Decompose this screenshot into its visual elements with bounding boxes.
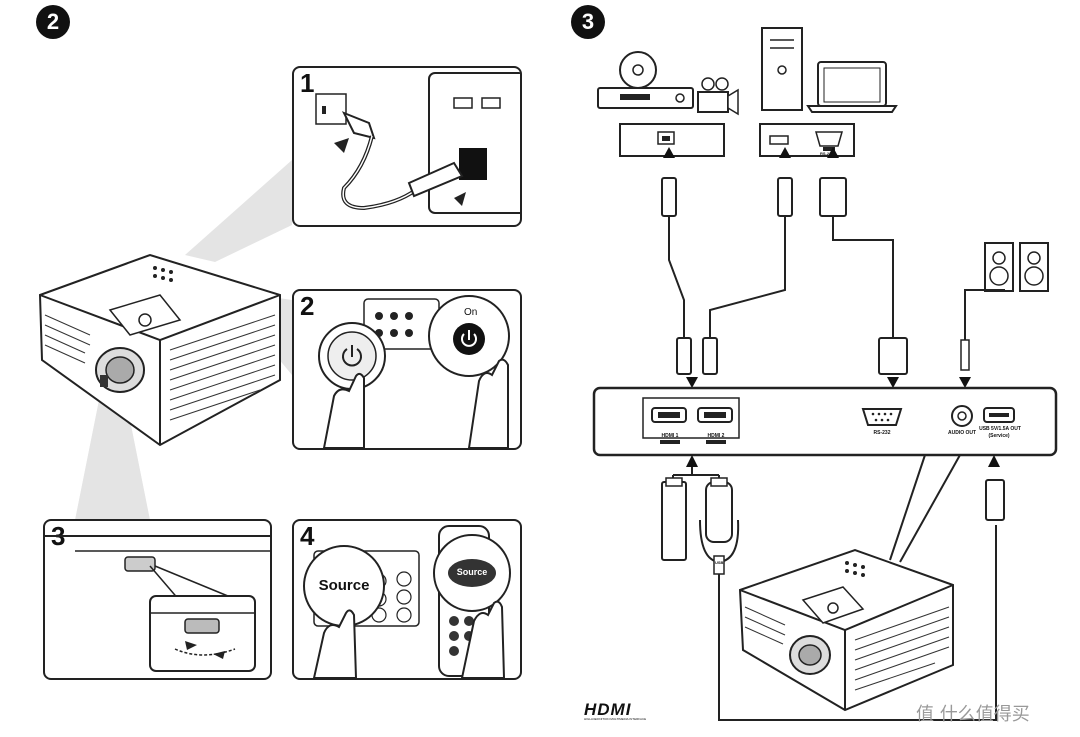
hdmi-logo-subtitle: HIGH-DEFINITION MULTIMEDIA INTERFACE xyxy=(584,717,647,721)
step-1-number: 1 xyxy=(300,68,315,98)
adjuster-foot-illustration xyxy=(45,535,270,672)
usb-out-label: USB 5V/1.5A OUT xyxy=(979,426,1021,432)
step-2-number: 2 xyxy=(300,291,315,321)
step-4-panel: 4 Source Source xyxy=(292,519,522,680)
source-button-illustration xyxy=(303,525,511,678)
watermark: 值 什么值得买 xyxy=(916,704,1030,725)
rs232-small-label: RS-232 xyxy=(820,151,834,156)
on-label: On xyxy=(464,307,478,318)
remote-source-label: Source xyxy=(456,567,488,577)
step-1-panel: 1 xyxy=(292,66,522,227)
hdmi1-label: HDMI 1 xyxy=(661,433,679,439)
usb-service-label: (Service) xyxy=(988,433,1010,439)
step-2-panel: 2 On xyxy=(292,289,522,450)
hdmi-logo: HDMI xyxy=(584,700,632,719)
source-devices-illustration xyxy=(597,27,898,157)
section-2-badge: 2 xyxy=(36,5,70,39)
source-label: Source xyxy=(318,577,370,594)
usb-cable-label: USB xyxy=(715,560,724,565)
rs232-label: RS-232 xyxy=(873,430,891,436)
section-3-badge: 3 xyxy=(571,5,605,39)
hdmi2-label: HDMI 2 xyxy=(707,433,725,439)
step-4-number: 4 xyxy=(300,521,315,551)
audio-out-label: AUDIO OUT xyxy=(947,430,977,436)
power-cable-illustration xyxy=(315,72,520,214)
step-3-panel: 3 xyxy=(43,519,272,680)
projector-illustration xyxy=(38,253,281,447)
power-button-illustration xyxy=(318,295,510,448)
speakers-illustration xyxy=(984,242,1049,292)
